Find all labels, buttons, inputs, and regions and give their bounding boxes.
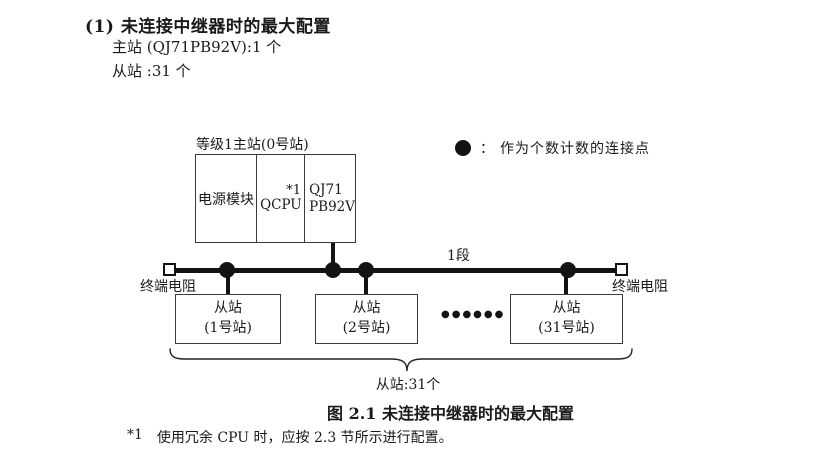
slave-2-label-line1: 从站	[352, 300, 381, 317]
slave-2-label-line2: (2号站)	[342, 320, 391, 336]
footnote-text: 使用冗余 CPU 时，应按 2.3 节所示进行配置。	[156, 430, 453, 446]
connection-dot	[219, 262, 235, 278]
slave-station-1-box: 从站 (1号站)	[175, 294, 281, 344]
terminator-right-label: 终端电阻	[612, 279, 668, 295]
slave-count-brace-label: 从站:31个	[375, 377, 441, 393]
footnote: *1 使用冗余 CPU 时，应按 2.3 节所示进行配置。	[127, 427, 453, 447]
pb92v-label-line2: PB92V	[309, 198, 355, 215]
terminator-right-icon	[615, 263, 628, 276]
slave-31-label-line1: 从站	[552, 300, 581, 317]
slave-count-brace	[169, 348, 633, 372]
section-heading: (1) 未连接中继器时的最大配置	[85, 17, 331, 37]
slave1-drop-line	[226, 270, 230, 296]
figure-caption: 图 2.1 未连接中继器时的最大配置	[327, 404, 574, 423]
footnote-marker: *1	[127, 427, 143, 443]
qcpu-cell: *1 QCPU	[257, 155, 306, 242]
slave2-drop-line	[364, 270, 368, 296]
pb92v-cell: QJ71 PB92V	[305, 155, 355, 242]
bus-line	[170, 268, 622, 273]
master-count-line: 主站 (QJ71PB92V):1 个	[112, 38, 282, 56]
master-station-box: 电源模块 *1 QCPU QJ71 PB92V	[195, 154, 356, 243]
slave-station-31-box: 从站 (31号站)	[510, 294, 623, 344]
terminator-left-icon	[163, 263, 176, 276]
slave-31-label-line2: (31号站)	[538, 320, 595, 336]
qcpu-label: QCPU	[260, 196, 302, 213]
power-module-cell: 电源模块	[196, 155, 258, 242]
master-drop-line	[331, 243, 335, 270]
slave31-drop-line	[564, 270, 568, 296]
slave-station-2-box: 从站 (2号站)	[315, 294, 418, 344]
master-station-label: 等级1主站(0号站)	[196, 137, 309, 153]
pb92v-label-line1: QJ71	[309, 181, 343, 198]
connection-point-icon	[455, 140, 471, 156]
legend: ： 作为个数计数的连接点	[455, 138, 650, 158]
qcpu-footnote-ref: *1	[286, 183, 302, 199]
legend-text: 作为个数计数的连接点	[500, 141, 650, 157]
connection-dot	[358, 262, 374, 278]
connection-dot	[560, 262, 576, 278]
ellipsis-dots: ●●●●●●	[441, 309, 506, 320]
slave-1-label-line2: (1号站)	[204, 320, 252, 336]
terminator-left-label: 终端电阻	[140, 279, 196, 295]
legend-separator: ：	[480, 141, 494, 157]
slave-count-line: 从站 :31 个	[112, 62, 191, 80]
connection-dot	[325, 262, 341, 278]
segment-label: 1段	[447, 248, 470, 264]
slave-1-label-line1: 从站	[214, 300, 242, 317]
